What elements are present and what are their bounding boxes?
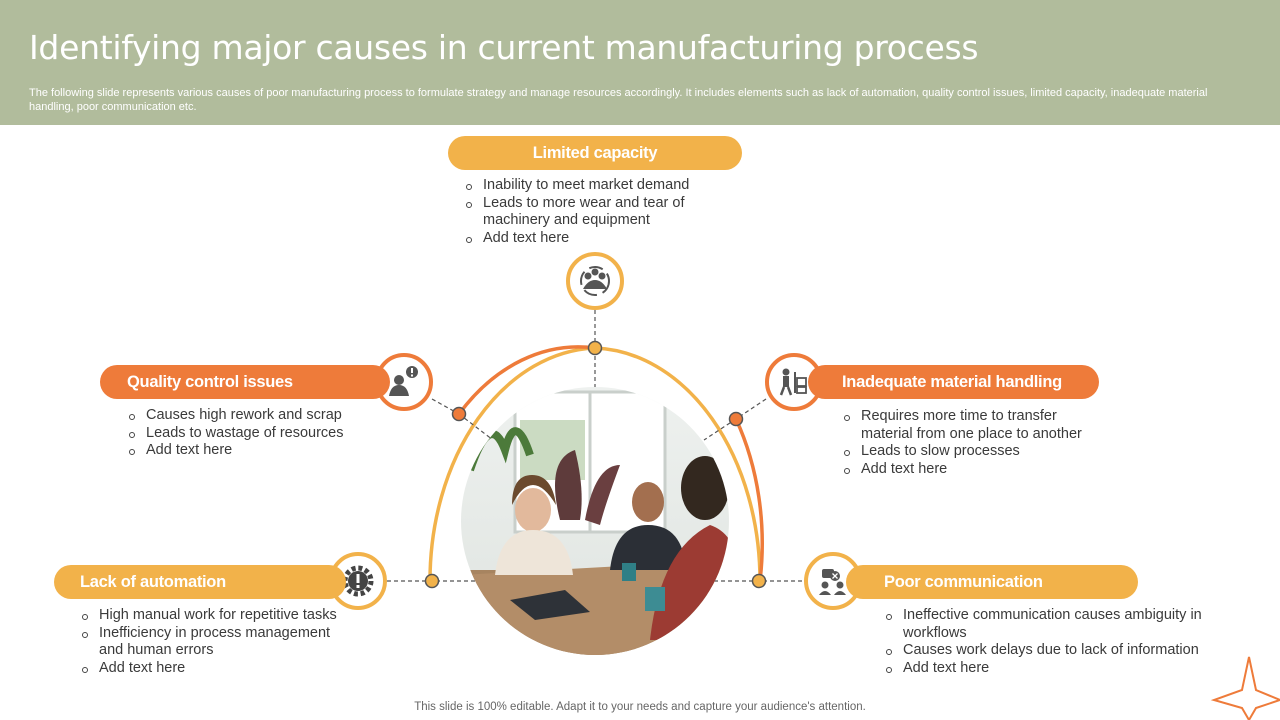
connector-material-inner [703,418,737,441]
list-item: Add text here [843,461,1103,479]
lack-of-automation-label: Lack of automation [54,565,346,599]
header-banner: Identifying major causes in current manu… [0,0,1280,125]
junction-dot-automation [424,573,440,589]
decorative-star [1210,656,1280,720]
poor-communication-label: Poor communication [846,565,1138,599]
limited-capacity-label: Limited capacity [448,136,742,170]
lack-of-automation-bullets: High manual work for repetitive tasks In… [81,607,346,677]
list-item: High manual work for repetitive tasks [81,607,346,625]
list-item: Causes work delays due to lack of inform… [885,642,1225,660]
limited-capacity-bullets: Inability to meet market demand Leads to… [465,177,715,247]
material-handling-bullets: Requires more time to transfer material … [843,408,1103,478]
connector-quality [431,398,460,415]
arc-right [594,346,762,582]
list-item: Ineffective communication causes ambigui… [885,607,1225,642]
junction-dot-communication [751,573,767,589]
team-meeting-photo [461,387,729,655]
list-item: Leads to wastage of resources [128,425,388,443]
page-subtitle: The following slide represents various c… [29,87,1208,113]
list-item: Causes high rework and scrap [128,407,388,425]
list-item: Add text here [128,442,388,460]
list-item: Leads to more wear and tear of machinery… [465,195,715,230]
list-item: Add text here [465,230,715,248]
list-item: Inability to meet market demand [465,177,715,195]
poor-communication-bullets: Ineffective communication causes ambigui… [885,607,1225,677]
list-item: Add text here [81,660,346,678]
arc-right-inner [734,418,764,582]
junction-dot-material [728,411,744,427]
footer-note: This slide is 100% editable. Adapt it to… [414,701,866,713]
material-handling-label: Inadequate material handling [808,365,1099,399]
quality-control-bullets: Causes high rework and scrap Leads to wa… [128,407,388,460]
worker-alert-icon [375,353,433,411]
list-item: Leads to slow processes [843,443,1103,461]
list-item: Add text here [885,660,1225,678]
arc-left [428,346,596,582]
junction-dot-quality [451,406,467,422]
junction-dot-top [587,340,603,356]
team-collaboration-icon [566,252,624,310]
page-title: Identifying major causes in current manu… [29,28,979,67]
junction-dots [424,340,767,589]
arc-left-inner [457,345,596,416]
list-item: Inefficiency in process management and h… [81,625,346,660]
list-item: Requires more time to transfer material … [843,408,1103,443]
quality-control-label: Quality control issues [100,365,390,399]
